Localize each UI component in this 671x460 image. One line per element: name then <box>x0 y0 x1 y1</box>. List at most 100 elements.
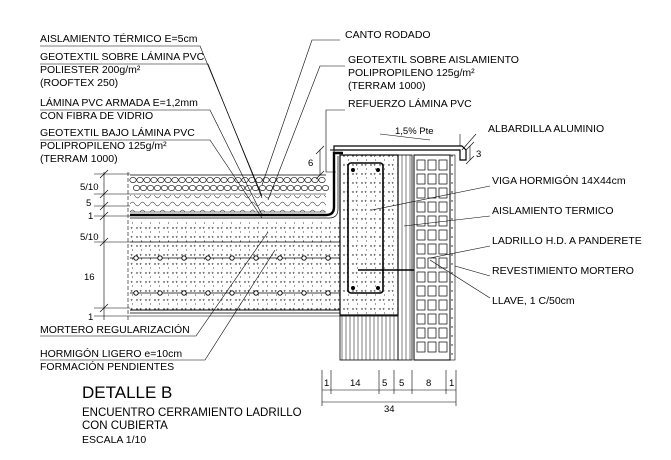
brick-cell <box>427 327 437 339</box>
gravel-stone <box>258 185 266 191</box>
label-geotextile-under-pvc: GEOTEXTIL BAJO LÁMINA PVC <box>40 126 195 139</box>
label-light-concrete: HORMIGÓN LIGERO e=10cm <box>40 347 182 360</box>
label-render: REVESTIMIENTO MORTERO <box>492 265 634 277</box>
gravel-stone <box>227 177 235 183</box>
gravel-stone <box>147 185 155 191</box>
slope-annotation: 1,5% Pte <box>395 126 434 137</box>
slab-rebar <box>133 255 139 261</box>
brick-cell <box>438 173 448 185</box>
gravel-stone <box>318 177 326 183</box>
gravel-stone <box>213 177 221 183</box>
dimension-texts: 5/10 5 1 5/10 16 1 6 3 1 14 5 5 8 1 34 <box>80 149 481 415</box>
gravel-stone <box>206 177 214 183</box>
label-polyester: POLIESTER 200g/m² <box>40 64 141 76</box>
brick-cell <box>427 215 437 227</box>
mortar-render <box>449 154 456 361</box>
label-polypropylene: POLIPROPILENO 125g/m² <box>40 140 167 152</box>
brick-cell <box>427 285 437 297</box>
dim-left-3: 5/10 <box>80 232 99 243</box>
brick-cell <box>427 271 437 283</box>
brick-cell <box>438 187 448 199</box>
dim-bottom-3: 5 <box>399 378 404 389</box>
brick-cell <box>438 341 448 353</box>
brick-cell <box>427 341 437 353</box>
gravel-stone <box>136 177 144 183</box>
wall-assembly <box>333 145 467 361</box>
brick-cell <box>416 201 426 213</box>
brick-cell <box>427 229 437 241</box>
brick-cell <box>438 201 448 213</box>
gravel-stone <box>196 185 204 191</box>
brick-cell <box>416 243 426 255</box>
gravel-stone <box>192 177 200 183</box>
slab-rebar <box>157 290 163 296</box>
light-concrete-layer <box>130 243 340 310</box>
brick-cell <box>416 257 426 269</box>
dim-bottom-2: 5 <box>382 378 387 389</box>
slab-rebar <box>325 255 331 261</box>
coping-aluminium <box>333 145 467 161</box>
brick-cell <box>416 159 426 171</box>
dim-bottom-0: 1 <box>324 378 329 389</box>
gravel-stone <box>283 177 291 183</box>
slab-rebar <box>205 290 211 296</box>
dim-left-5: 1 <box>88 312 93 323</box>
label-geotextile-over-pvc: GEOTEXTIL SOBRE LÁMINA PVC <box>40 50 205 63</box>
gravel-stone <box>185 177 193 183</box>
slab-rebar <box>229 290 235 296</box>
roof-layers <box>127 151 343 322</box>
label-gravel: CANTO RODADO <box>345 29 431 41</box>
dim-bottom-5: 1 <box>449 378 454 389</box>
dim-left-0: 5/10 <box>80 182 99 193</box>
brick-cell <box>427 313 437 325</box>
slab-rebar <box>181 255 187 261</box>
gravel-stone <box>143 177 151 183</box>
gravel-stone <box>300 185 308 191</box>
dim-left-2: 1 <box>88 211 93 222</box>
gravel-stone <box>234 177 242 183</box>
gravel-stone <box>189 185 197 191</box>
title-block: DETALLE B ENCUENTRO CERRAMIENTO LADRILLO… <box>82 383 302 446</box>
slab-rebar <box>301 255 307 261</box>
slab-rebar <box>133 290 139 296</box>
center-labels: CANTO RODADO GEOTEXTIL SOBRE AISLAMIENTO… <box>345 29 519 110</box>
dim-bottom-1: 14 <box>350 378 361 389</box>
gravel-stone <box>276 177 284 183</box>
gravel-stone <box>164 177 172 183</box>
slab-rebar <box>301 290 307 296</box>
gravel-stone <box>231 185 239 191</box>
dim-bottom-4: 8 <box>426 378 431 389</box>
dim-top-0: 6 <box>308 158 313 169</box>
gravel-stone <box>168 185 176 191</box>
gravel-stone <box>297 177 305 183</box>
gravel-stone <box>203 185 211 191</box>
brick-cell <box>416 313 426 325</box>
brick-cell <box>427 257 437 269</box>
brick-cell <box>438 299 448 311</box>
leader-lines <box>40 39 491 361</box>
gravel-stone <box>304 177 312 183</box>
label-pvc-reinforcement: REFUERZO LÁMINA PVC <box>348 97 472 110</box>
gravel-stone <box>238 185 246 191</box>
brick-cell <box>438 271 448 283</box>
gravel-stone <box>290 177 298 183</box>
brick-cell <box>438 327 448 339</box>
gravel-stone <box>178 177 186 183</box>
brick-cell <box>416 173 426 185</box>
gravel-stone <box>175 185 183 191</box>
title-line1: ENCUENTRO CERRAMIENTO LADRILLO <box>82 407 302 419</box>
brick-cell <box>427 243 437 255</box>
slab-rebar <box>181 290 187 296</box>
brick-cell <box>438 285 448 297</box>
label-beam: VIGA HORMIGÓN 14X44cm <box>492 174 626 187</box>
label-coping: ALBARDILLA ALUMINIO <box>488 123 604 135</box>
gravel-stone <box>241 177 249 183</box>
gravel-stone <box>245 185 253 191</box>
dim-top-1: 3 <box>476 149 481 160</box>
dim-left-1: 5 <box>86 198 91 209</box>
label-thermal-insulation: AISLAMIENTO TÉRMICO E=5cm <box>40 32 198 45</box>
brick-cell <box>416 229 426 241</box>
title-main: DETALLE B <box>82 383 172 402</box>
brick-cell <box>427 159 437 171</box>
